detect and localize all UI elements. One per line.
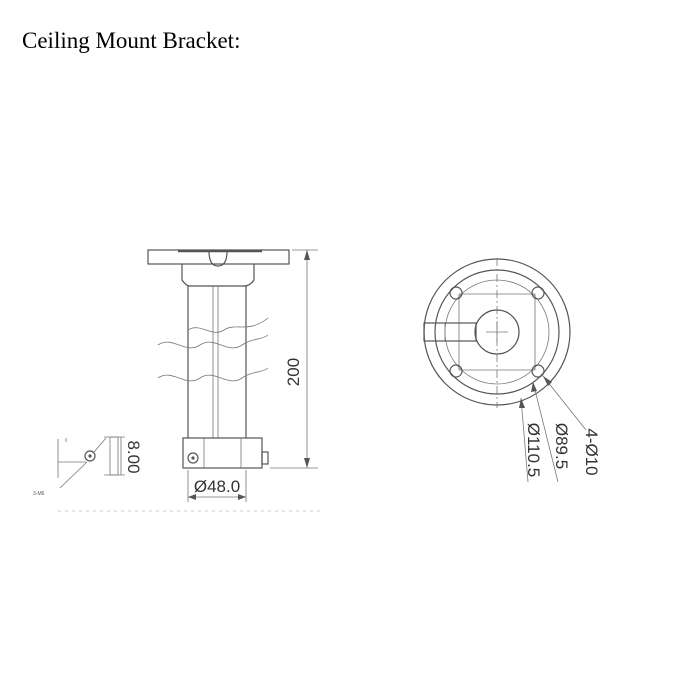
page-title: Ceiling Mount Bracket: [22,28,241,53]
flange-neck [181,264,255,287]
clamp-detail-view: 8.00 3-M6 [33,436,143,497]
leader-hole-pattern [542,375,587,431]
side-view: 200 Ø48.0 [147,249,318,502]
height-dimension-label: 200 [284,358,303,386]
clamp-screw-right-icon [261,451,269,465]
clamp-offset-label: 8.00 [124,440,143,473]
top-view: Ø110.5 Ø89.5 4-Ø10 [423,258,601,483]
flange-bolt-icon [208,250,228,267]
hole-pattern-label: 4-Ø10 [582,428,601,475]
base-diameter-label: Ø110.5 [524,423,543,478]
detail-screw-icon [84,450,96,462]
break-line-lower [157,367,269,382]
mounting-hole-icon [449,364,463,378]
detail-note: 3-M6 [33,491,45,497]
bolt-circle-label: Ø89.5 [552,423,571,469]
leader-base-diameter [520,397,529,483]
leader-bolt-circle [532,381,559,483]
mounting-hole-icon [531,286,545,300]
cable-slot [423,322,477,342]
clamp-screw-left-icon [187,452,199,464]
pipe-diameter-label: Ø48.0 [194,477,240,496]
mounting-hole-icon [449,286,463,300]
break-line-upper [157,334,269,349]
mounting-hole-icon [531,364,545,378]
